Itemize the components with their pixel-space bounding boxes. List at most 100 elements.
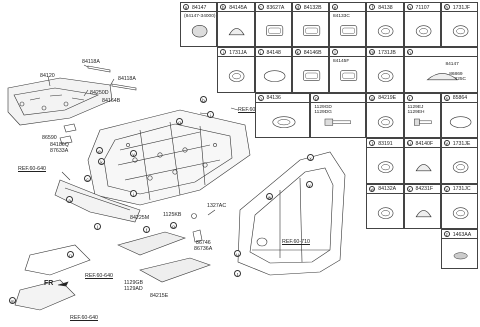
legend-part-number: 84231F [415, 186, 434, 193]
callout-y[interactable]: y [306, 181, 313, 188]
callout-g[interactable]: g [176, 118, 183, 125]
84146B-part-icon [302, 70, 320, 82]
legend-part-number: 1731JA [229, 49, 247, 56]
84140F-part-icon [415, 164, 432, 172]
84147-part-icon [191, 24, 208, 38]
label-84186q: 84186Q [50, 142, 69, 148]
legend-part-number: 71107 [415, 4, 430, 11]
legend-letter: f [369, 4, 376, 10]
callout-j[interactable]: j [130, 190, 137, 197]
legend-letter: u [406, 140, 413, 147]
legend-letter: i [220, 49, 227, 56]
callout-v[interactable]: v [130, 150, 137, 157]
label-86590: 86590 [42, 135, 57, 141]
legend-letter: r [406, 94, 413, 101]
1731JF-part-icon [452, 25, 469, 37]
label-87633a: 87633A [50, 148, 69, 154]
front-direction-label: FR [44, 280, 54, 287]
callout-e[interactable]: e [96, 147, 103, 154]
callout-o[interactable]: o [170, 222, 177, 229]
83627A-part-icon [265, 25, 283, 37]
legend-part-number: 83627A [266, 4, 285, 11]
ref-60-640-lower[interactable]: REF.60-640 [70, 315, 98, 321]
label-86736a: 86736A [194, 246, 213, 252]
label-84164b: 84164B [102, 98, 121, 104]
legend-letter: d [294, 4, 301, 10]
callout-u[interactable]: u [234, 250, 241, 257]
callout-a[interactable]: a [66, 196, 73, 203]
legend-sub-part: (84147-34000) [184, 14, 216, 19]
callout-w[interactable]: w [266, 193, 273, 200]
legend-part-number: 83191 [378, 140, 393, 147]
callout-l[interactable]: l [94, 223, 101, 230]
legend-part-number: 84219E [378, 95, 397, 102]
legend-letter: y [443, 185, 450, 192]
legend-letter: b [220, 4, 227, 10]
ref-60-661[interactable]: REF.60-661 [238, 107, 266, 113]
legend-sub-part: 86825C [449, 77, 466, 83]
callout-m[interactable]: m [9, 297, 16, 304]
ref-60-640-upper[interactable]: REF.60-640 [18, 166, 46, 172]
legend-letter: l [332, 49, 338, 56]
84231F-part-icon [415, 209, 432, 217]
legend-letter: k [294, 49, 301, 56]
legend-part-number: 1463AA [452, 231, 472, 238]
label-1327ac: 1327AC [207, 203, 227, 209]
ref-60-640-middle[interactable]: REF.60-640 [85, 273, 113, 279]
callout-b[interactable]: b [200, 96, 207, 103]
label-84118a-lower: 84118A [118, 76, 136, 82]
ref-60-710[interactable]: REF.60-710 [282, 239, 310, 245]
callout-n[interactable]: n [67, 251, 74, 258]
callout-c[interactable]: c [84, 175, 91, 182]
callout-t[interactable]: t [234, 270, 241, 277]
callout-k[interactable]: k [98, 158, 105, 165]
callout-i[interactable]: i [207, 111, 214, 118]
legend-cell-header: r [404, 94, 440, 103]
84148-part-icon [263, 70, 285, 83]
callout-x[interactable]: x [307, 154, 314, 161]
legend-part-number: 84140F [415, 140, 434, 147]
p-part-icon [325, 118, 352, 126]
legend-letter: m [369, 49, 376, 56]
84138-part-icon [378, 25, 394, 37]
callout-f[interactable]: f [143, 226, 150, 233]
